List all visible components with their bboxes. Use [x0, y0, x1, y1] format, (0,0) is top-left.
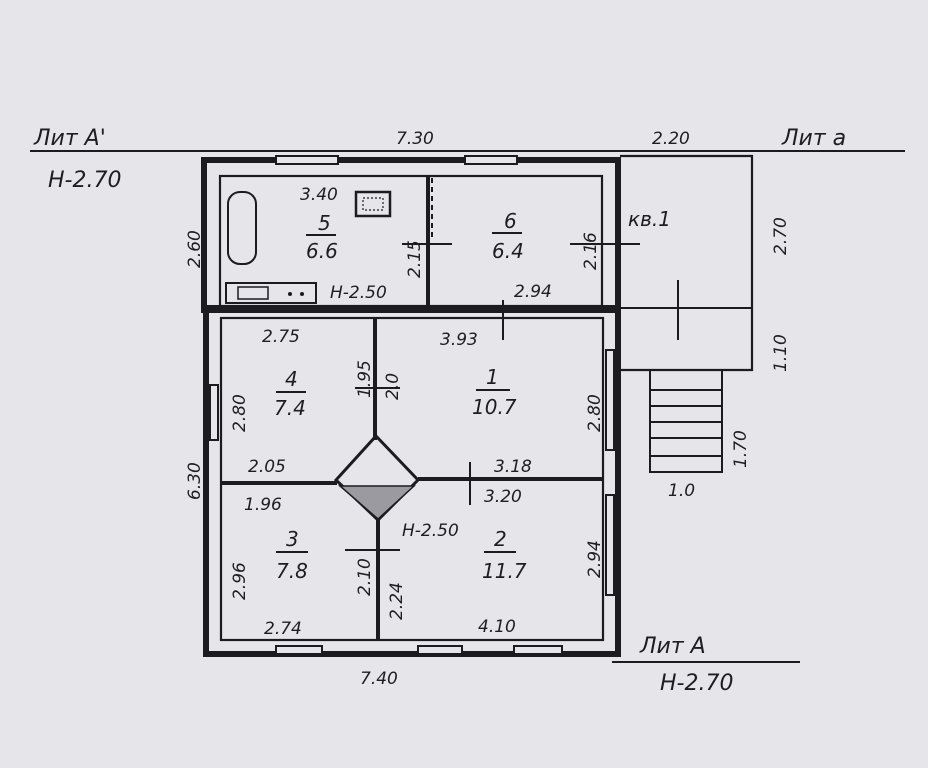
room-4-number: 4	[285, 367, 298, 391]
dim-280-left: 2.80	[230, 394, 250, 432]
height-main: Н-2.50	[402, 521, 459, 541]
room-1-area: 10.7	[472, 395, 517, 419]
room-2-area: 11.7	[482, 559, 527, 583]
dim-top-total: 7.30	[396, 129, 434, 149]
kv-label: кв.1	[628, 207, 671, 231]
room-6-number: 6	[504, 209, 517, 233]
dim-275: 2.75	[262, 327, 300, 347]
dim-216: 2.16	[581, 232, 601, 270]
dim-right-porch-low: 1.10	[771, 334, 791, 372]
dim-left-main: 6.30	[185, 462, 205, 500]
main-block-walls	[203, 305, 621, 657]
window-bottom-3	[513, 645, 563, 655]
dim-bottom-total: 7.40	[360, 669, 398, 689]
sink-counter	[225, 282, 317, 304]
lit-a-prime-label: Лит А'	[33, 126, 106, 151]
window-left	[209, 384, 219, 441]
dim-right-stair: 1.70	[731, 430, 751, 468]
window-bottom-2	[417, 645, 463, 655]
room-3-label: 3 7.8	[276, 527, 308, 583]
room-5-area: 6.6	[306, 239, 338, 263]
dim-296: 2.96	[230, 562, 250, 600]
dim-top-right: 2.20	[652, 129, 690, 149]
dim-340: 3.40	[300, 185, 338, 205]
dim-224: 2.24	[387, 582, 407, 620]
sink	[237, 286, 269, 300]
window-right-2	[605, 494, 615, 596]
dim-320: 3.20	[484, 487, 522, 507]
dim-215: 2.15	[405, 240, 425, 278]
dim-274: 2.74	[264, 619, 302, 639]
lit-a-prime-height: Н-2.70	[48, 168, 121, 193]
dim-294-top: 2.94	[514, 282, 552, 302]
lit-a-small-label: Лит а	[781, 126, 846, 151]
bathtub	[227, 191, 257, 265]
sink-knob-2	[300, 292, 304, 296]
dim-294-right: 2.94	[585, 540, 605, 578]
room-3-area: 7.8	[276, 559, 308, 583]
stove-outline	[333, 433, 421, 523]
window-right-1	[605, 349, 615, 451]
room-5-number: 5	[318, 211, 331, 235]
dim-20: 2.0	[383, 373, 403, 400]
dim-205: 2.05	[248, 457, 286, 477]
dim-280-right: 2.80	[585, 394, 605, 432]
window-top-2	[464, 155, 518, 165]
dim-left-top: 2.60	[185, 230, 205, 268]
window-top-1	[275, 155, 339, 165]
room-3-number: 3	[286, 527, 299, 551]
room-2-label: 2 11.7	[482, 527, 527, 583]
room-5-label: 5 6.6	[306, 211, 338, 263]
dim-195: 1.95	[355, 360, 375, 398]
room-4-label: 4 7.4	[274, 367, 306, 420]
dim-318: 3.18	[494, 457, 532, 477]
window-bottom-1	[275, 645, 323, 655]
dim-196: 1.96	[244, 495, 282, 515]
dim-410: 4.10	[478, 617, 516, 637]
room-1-label: 1 10.7	[472, 365, 517, 419]
porch-walls	[620, 154, 754, 372]
dim-stair-width: 1.0	[668, 481, 695, 501]
lit-a-label: Лит А	[639, 634, 706, 659]
room-2-number: 2	[494, 527, 507, 551]
stove-fill	[337, 485, 416, 521]
sink-knob-1	[288, 292, 292, 296]
room-1-number: 1	[486, 365, 499, 389]
dim-right-porch: 2.70	[771, 217, 791, 255]
boiler	[354, 190, 392, 218]
room-6-area: 6.4	[492, 239, 524, 263]
height-upper: Н-2.50	[330, 283, 387, 303]
room-6-label: 6 6.4	[492, 209, 524, 263]
lit-a-height: Н-2.70	[660, 671, 733, 696]
dim-210: 2.10	[355, 558, 375, 596]
dim-393: 3.93	[440, 330, 478, 350]
boiler-inner	[362, 197, 384, 211]
room-4-area: 7.4	[274, 396, 306, 420]
